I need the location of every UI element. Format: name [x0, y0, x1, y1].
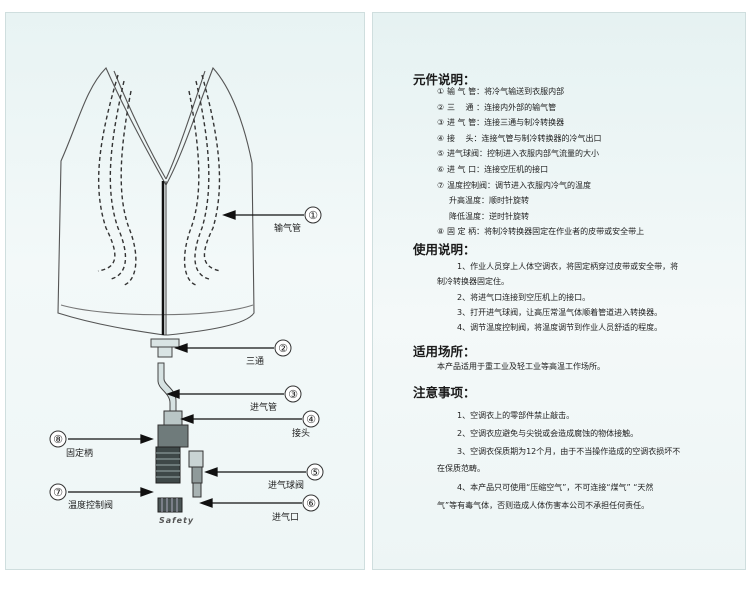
callout-7: ⑦ 温度控制阀: [49, 483, 113, 511]
inlet-pipe: [157, 362, 177, 412]
callout-6: ⑥ 进气口: [272, 494, 320, 523]
scope-title: 适用场所：: [413, 344, 476, 359]
vest-diagram: Safety: [49, 66, 324, 525]
ball-valve-part: [188, 450, 204, 498]
callout-3: ③ 进气管: [250, 385, 302, 413]
callout-5: ⑤ 进气球阀: [268, 463, 324, 491]
svg-text:三通: 三通: [246, 356, 264, 367]
usage-step-1: 1、作业人员穿上人体空调衣，将固定柄穿过皮带或安全带，将: [457, 262, 679, 271]
temp-valve-part: [157, 497, 183, 513]
vest-illustration: [57, 66, 255, 336]
svg-text:进气管: 进气管: [250, 401, 277, 413]
notes-title: 注意事项：: [413, 385, 476, 400]
usage-step-4: 4、调节温度控制阀，将温度调节到作业人员舒适的程度。: [457, 323, 663, 332]
callout-lines: [68, 210, 306, 508]
usage-step-3: 3、打开进气球阀，让高压常温气体顺着管道进入转换器。: [457, 308, 663, 317]
brand-mark: Safety: [159, 516, 194, 525]
tee-fitting: [150, 338, 180, 358]
connector-part: [157, 410, 189, 448]
svg-text:①: ①: [308, 209, 318, 222]
svg-text:进气口: 进气口: [272, 511, 299, 523]
diagram-panel: Safety: [5, 12, 365, 570]
svg-text:进气球阀: 进气球阀: [268, 479, 304, 491]
svg-text:输气管: 输气管: [274, 222, 301, 234]
usage-title: 使用说明：: [413, 242, 476, 257]
converter-body: [155, 446, 181, 484]
svg-text:②: ②: [278, 342, 288, 355]
svg-text:接头: 接头: [292, 427, 310, 439]
note-1: 1、空调衣上的零部件禁止敲击。: [457, 411, 575, 420]
svg-text:温度控制阀: 温度控制阀: [68, 499, 113, 511]
callout-2: ② 三通: [246, 339, 292, 367]
component-subitem: 降低温度：逆时针旋转: [449, 211, 529, 221]
note-3: 3、空调衣保质期为12个月，由于不当操作造成的空调衣损坏不: [457, 447, 681, 456]
svg-text:⑥: ⑥: [306, 497, 316, 510]
svg-text:⑧: ⑧: [53, 433, 63, 446]
scope-text: 本产品适用于重工业及轻工业等高温工作场所。: [437, 362, 605, 371]
callout-1: ① 输气管: [274, 206, 322, 234]
usage-step-1-cont: 制冷转换器固定住。: [437, 277, 509, 286]
components-title: 元件说明：: [413, 72, 476, 87]
svg-text:③: ③: [288, 388, 298, 401]
callout-8: ⑧ 固定柄: [49, 430, 93, 459]
svg-text:⑤: ⑤: [310, 466, 320, 479]
note-3-cont: 在保质范畴。: [437, 464, 485, 473]
component-subitem: 升高温度：顺时针旋转: [449, 196, 529, 206]
note-2: 2、空调衣应避免与尖锐或会造成腐蚀的物体接触。: [457, 429, 639, 438]
svg-text:固定柄: 固定柄: [66, 447, 93, 459]
svg-text:④: ④: [306, 413, 316, 426]
svg-text:⑦: ⑦: [53, 486, 63, 499]
callout-4: ④ 接头: [292, 410, 320, 439]
cooling-tubes: [97, 74, 222, 286]
note-4-cont: 气”等有毒气体，否则造成人体伤害本公司不承担任何责任。: [437, 501, 650, 510]
note-4: 4、本产品只可使用“压缩空气”，不可连接“煤气” “天然: [457, 483, 654, 492]
usage-step-2: 2、将进气口连接到空压机上的接口。: [457, 293, 591, 302]
